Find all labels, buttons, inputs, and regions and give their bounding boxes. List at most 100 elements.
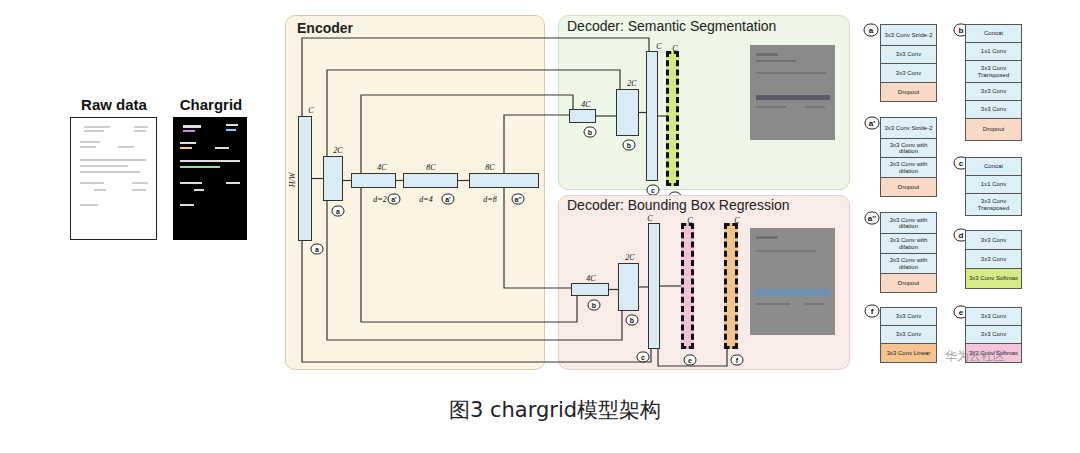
callout-letter: e <box>684 355 697 366</box>
legend-layer-box: 1x1 Conv <box>965 175 1022 194</box>
legend-group: a'3x3 Conv Stride-23x3 Conv with dilatio… <box>880 117 937 197</box>
block-label: 2C <box>627 79 636 88</box>
char-mark <box>183 125 201 128</box>
block-label: 4C <box>586 274 595 283</box>
chargrid-marks <box>180 124 240 206</box>
legend-layer-box: 3x3 Conv <box>965 307 1022 326</box>
char-mark <box>180 142 196 144</box>
char-mark <box>226 129 236 131</box>
layer-text: 1x1 Conv <box>966 43 1021 60</box>
callout-letter: b <box>623 140 636 151</box>
title-text: Decoder: Bounding Box Regression <box>567 197 790 213</box>
block-label: 8C <box>426 163 435 172</box>
layer-text: Dropout <box>881 178 936 196</box>
thumb-mark <box>756 72 826 74</box>
legend-layer-box: 3x3 Conv Transposed <box>965 60 1022 83</box>
block-label: 4C <box>581 100 590 109</box>
doc-line <box>134 131 146 132</box>
block-label: C <box>308 106 313 115</box>
output-block: Ce <box>681 223 694 349</box>
callout-letter: a <box>332 206 345 217</box>
legend-group: cConcat1x1 Conv3x3 Conv Transposed <box>965 157 1022 216</box>
layer-text: 3x3 Conv Transposed <box>966 194 1021 215</box>
legend-group: a''3x3 Conv with dilation3x3 Conv with d… <box>880 212 937 293</box>
legend-layer-box: 3x3 Conv with dilation <box>880 157 937 178</box>
char-mark <box>194 189 204 191</box>
block-label: C <box>656 42 661 51</box>
skip-connection <box>609 289 618 290</box>
encoder-band: EncoderCH/Wa2Ca4Cd=2a'8Cd=4a'8Cd=8a'' <box>285 15 545 370</box>
char-mark <box>180 166 220 168</box>
skip-connection <box>504 115 569 173</box>
layer-text: 3x3 Conv <box>881 64 936 82</box>
conv-block: 8Cd=8a'' <box>469 173 539 188</box>
layer-text: 3x3 Conv Stride-2 <box>881 118 936 138</box>
legend-layer-box: 3x3 Conv with dilation <box>880 253 937 274</box>
conv-block: 4Cb <box>571 283 609 296</box>
conv-block: 2Cb <box>618 263 639 311</box>
layer-text: 3x3 Conv <box>966 83 1021 100</box>
thumb-mark <box>805 106 825 108</box>
conv-block: 2Cb <box>616 89 639 136</box>
doc-line <box>132 183 148 184</box>
doc-line <box>80 160 146 161</box>
conv-block: CH/Wa <box>298 116 312 241</box>
callout-letter: c <box>637 352 650 363</box>
doc-line <box>134 127 148 128</box>
legend-group: bConcat1x1 Conv3x3 Conv Transposed3x3 Co… <box>965 24 1022 141</box>
layer-text: 3x3 Conv <box>966 231 1021 249</box>
legend-layer-box: 3x3 Conv <box>965 100 1022 119</box>
layer-text: 3x3 Conv <box>966 250 1021 268</box>
chargrid-image: Chargrid <box>173 117 247 240</box>
watermark: 华为云社区 <box>945 348 1005 365</box>
skip-connection <box>458 180 469 181</box>
char-mark <box>226 124 238 126</box>
callout-letter: b <box>626 315 639 326</box>
legend-layer-box: 3x3 Conv with dilation <box>880 138 937 158</box>
thumb-bg <box>750 45 835 140</box>
title-text: Raw data <box>81 96 147 113</box>
legend-layer-box: Dropout <box>880 82 937 102</box>
skip-connection <box>361 95 573 173</box>
skip-connection <box>660 285 681 286</box>
segmentation-output-thumbnail <box>750 45 835 140</box>
doc-line <box>84 131 104 132</box>
callout-letter: f <box>865 305 880 318</box>
layer-text: Dropout <box>966 119 1021 140</box>
callout-letter: c <box>647 185 660 196</box>
char-mark <box>180 147 192 149</box>
legend-layer-box: Concat <box>965 157 1022 176</box>
thumb-mark <box>805 303 825 305</box>
thumb-mark <box>756 303 790 305</box>
legend-layer-box: Dropout <box>880 273 937 293</box>
layer-text: 3x3 Conv <box>881 326 936 343</box>
doc-line <box>80 205 98 206</box>
layer-text: 3x3 Conv Linear <box>881 344 936 362</box>
legend-layer-box: 3x3 Conv Transposed <box>965 193 1022 216</box>
skip-connection <box>658 115 666 116</box>
char-mark <box>180 204 194 206</box>
layer-text: Concat <box>966 158 1021 175</box>
layer-text: 3x3 Conv <box>966 308 1021 325</box>
callout-letter: a' <box>442 194 455 205</box>
block-label: H/W <box>288 173 297 188</box>
callout-letter: a' <box>865 117 880 130</box>
skip-connection <box>327 201 622 340</box>
document-text-lines <box>80 127 148 205</box>
layer-text: 3x3 Conv with dilation <box>881 254 936 273</box>
callout-letter: a'' <box>512 194 525 205</box>
thumb-mark <box>754 289 830 296</box>
layer-text: 3x3 Conv with dilation <box>881 213 936 233</box>
thumb-mark <box>756 95 830 100</box>
legend-layer-box: Dropout <box>880 177 937 197</box>
doc-line <box>80 183 104 184</box>
skip-connection <box>312 178 323 179</box>
bounding-box-output-thumbnail <box>750 228 835 335</box>
block-label: 2C <box>333 146 342 155</box>
doc-line <box>94 190 106 191</box>
skip-connection <box>302 38 649 116</box>
title-text: Chargrid <box>180 96 243 113</box>
callout-letter: b <box>584 127 597 138</box>
block-label: 2C <box>625 253 634 262</box>
